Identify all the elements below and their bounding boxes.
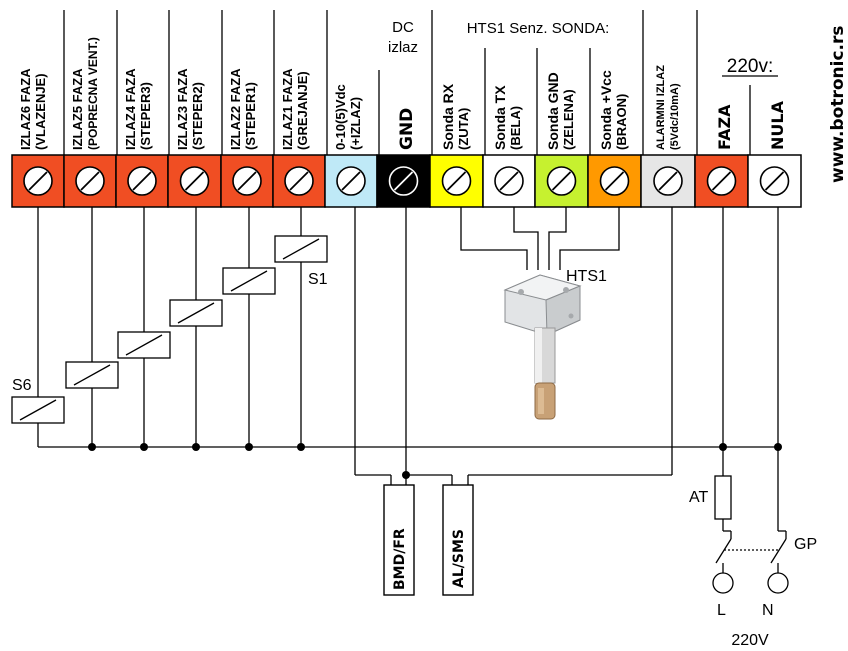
vcc-label-2: (BRAON): [614, 94, 629, 150]
hts1-header: HTS1 Senz. SONDA:: [467, 20, 610, 37]
vcc-label-1: Sonda +Vcc: [598, 70, 614, 150]
izlaz2-label-1: IZLAZ2 FAZA: [228, 68, 243, 150]
al-sms-block: [442, 484, 474, 596]
nula-label: NULA: [768, 100, 787, 150]
tx-label-2: (BELA): [508, 106, 523, 150]
bmd-fr-label: BMD/FR: [392, 528, 408, 590]
rx-label-1: Sonda RX: [440, 83, 456, 150]
gnd-label: GND: [397, 108, 417, 150]
bmd-fr-block: [383, 484, 415, 596]
relay-wiring: [37, 207, 778, 448]
dc-label-2: (+IZLAZ): [348, 97, 363, 150]
dc-wiring: [354, 207, 673, 485]
izlaz1-label-1: IZLAZ1 FAZA: [280, 68, 295, 150]
dc-label-1: 0-10(5)Vdc: [333, 84, 348, 150]
v220-label: 220V: [731, 632, 769, 649]
izlaz3-label-1: IZLAZ3 FAZA: [175, 68, 190, 150]
izlaz5-label-2: (POPRECNA VENT.): [86, 37, 100, 150]
l-terminal: [712, 572, 734, 594]
junction-dots: [88, 443, 782, 479]
izlaz2-label-2: (STEPER1): [243, 82, 258, 150]
hts1-label: HTS1: [566, 268, 607, 285]
terminal-block: [11, 154, 802, 208]
faza-label: FAZA: [715, 104, 734, 150]
n-label: N: [762, 602, 774, 619]
izlaz3-label-2: (STEPER2): [190, 82, 205, 150]
rx-label-2: (ZUTA): [456, 108, 471, 150]
dc-header-line1: DC: [392, 19, 414, 36]
tx-label-1: Sonda TX: [492, 85, 508, 150]
al-sms-label: AL/SMS: [451, 529, 467, 588]
izlaz4-label-1: IZLAZ4 FAZA: [123, 68, 138, 150]
fuse-at: [714, 475, 732, 520]
relay-coils: [11, 235, 328, 424]
izlaz4-label-2: (STEPER3): [138, 82, 153, 150]
izlaz5-label-1: IZLAZ5 FAZA: [70, 68, 85, 150]
l-label: L: [717, 602, 726, 619]
hts1-sensor-image: [503, 274, 582, 420]
header-separators: [63, 10, 751, 155]
dc-header-line2: izlaz: [388, 39, 418, 56]
izlaz6-label-2: (VLAZENJE): [33, 73, 48, 150]
mains-wiring: [715, 207, 787, 573]
izlaz6-label-1: IZLAZ6 FAZA: [18, 68, 33, 150]
izlaz1-label-2: (GREJANJE): [295, 71, 310, 150]
s6-label: S6: [12, 377, 32, 394]
terminal-labels: IZLAZ6 FAZA (VLAZENJE) IZLAZ5 FAZA (POPR…: [18, 37, 787, 150]
website-label: www.botronic.rs: [828, 26, 848, 184]
alarm-label-2: (5Vdc/10mA): [669, 83, 681, 150]
v220-header: 220v:: [727, 56, 773, 77]
sensor-wiring: [460, 207, 620, 270]
s1-label: S1: [308, 271, 328, 288]
gp-label: GP: [794, 536, 817, 553]
n-terminal: [767, 572, 789, 594]
sgnd-label-2: (ZELENA): [561, 89, 576, 150]
sgnd-label-1: Sonda GND: [545, 72, 561, 150]
at-label: AT: [689, 489, 708, 506]
alarm-label-1: ALARMNI IZLAZ: [655, 65, 667, 150]
